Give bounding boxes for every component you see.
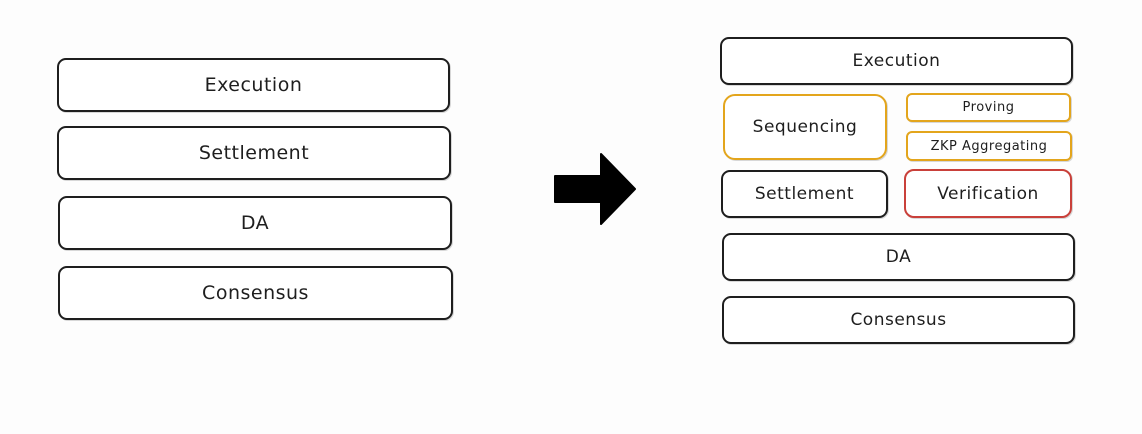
right-da-box: DA (722, 233, 1075, 281)
right-consensus-box: Consensus (722, 296, 1075, 344)
right-settlement-label: Settlement (754, 184, 855, 204)
left-settlement-label: Settlement (198, 142, 310, 164)
verification-box: Verification (904, 169, 1072, 218)
right-consensus-label: Consensus (850, 310, 947, 330)
right-arrow-icon (554, 153, 636, 225)
left-consensus-label: Consensus (202, 282, 309, 304)
left-execution-box: Execution (57, 58, 450, 112)
proving-box: Proving (906, 93, 1071, 122)
left-da-box: DA (58, 196, 452, 250)
proving-label: Proving (962, 100, 1015, 115)
right-settlement-box: Settlement (721, 170, 888, 218)
right-execution-box: Execution (720, 37, 1073, 85)
right-da-label: DA (885, 247, 912, 267)
right-execution-label: Execution (852, 51, 941, 71)
left-settlement-box: Settlement (57, 126, 451, 180)
sequencing-label: Sequencing (752, 117, 858, 137)
zkp-aggregating-label: ZKP Aggregating (930, 138, 1048, 154)
left-consensus-box: Consensus (58, 266, 453, 320)
verification-label: Verification (937, 183, 1039, 204)
sequencing-box: Sequencing (723, 94, 887, 160)
left-da-label: DA (240, 212, 270, 234)
left-execution-label: Execution (204, 74, 303, 96)
zkp-aggregating-box: ZKP Aggregating (906, 131, 1072, 161)
